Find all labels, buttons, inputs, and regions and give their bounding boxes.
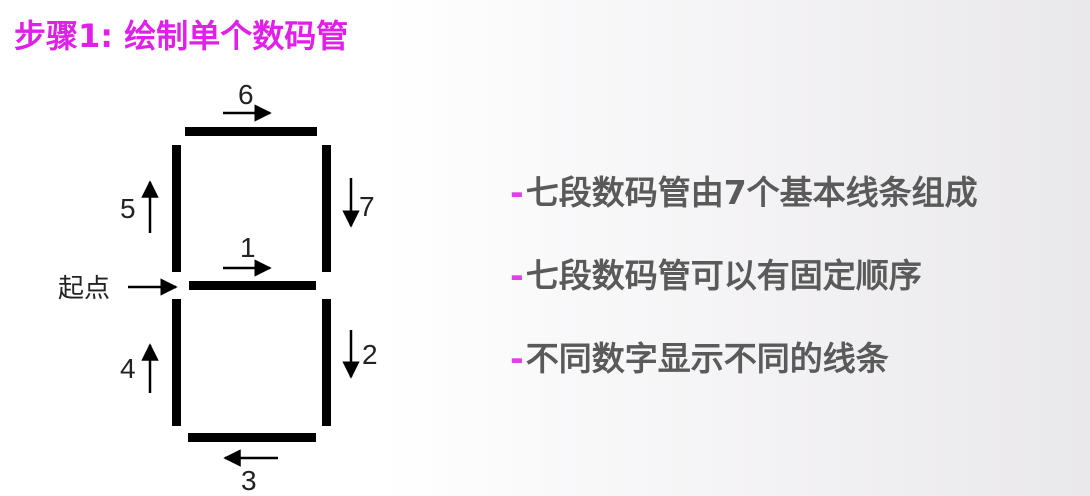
- segment-4-bar: [172, 299, 181, 426]
- segment-1-label: 1: [240, 232, 256, 263]
- bullet-dash: -: [510, 173, 524, 212]
- segment-6-label: 6: [238, 79, 254, 110]
- segment-7-label: 7: [359, 191, 375, 222]
- bullet-dash: -: [510, 339, 524, 378]
- bullet-list: -七段数码管由7个基本线条组成 -七段数码管可以有固定顺序 -不同数字显示不同的…: [510, 172, 978, 421]
- bullet-text: 七段数码管可以有固定顺序: [525, 256, 922, 295]
- segment-4-label: 4: [120, 353, 136, 384]
- segment-5-label: 5: [120, 193, 136, 224]
- segment-3-label: 3: [241, 465, 257, 496]
- segment-7-bar: [322, 145, 331, 272]
- segment-5-bar: [172, 145, 181, 272]
- bullet-text: 七段数码管由7个基本线条组成: [525, 173, 978, 212]
- bullet-text: 不同数字显示不同的线条: [525, 339, 889, 378]
- bullet-item: -七段数码管可以有固定顺序: [510, 255, 978, 297]
- segment-3-bar: [188, 433, 316, 442]
- seven-segment-diagram: 6 1 3 5 4 7 2 起点: [58, 79, 378, 496]
- bullet-item: -七段数码管由7个基本线条组成: [510, 172, 978, 214]
- bullet-dash: -: [510, 256, 524, 295]
- segment-6-bar: [185, 127, 317, 136]
- segment-2-label: 2: [362, 339, 378, 370]
- page-title: 步骤1: 绘制单个数码管: [14, 17, 349, 55]
- segment-2-bar: [322, 299, 331, 426]
- start-label: 起点: [58, 274, 110, 304]
- segment-1-bar: [189, 281, 316, 290]
- bullet-item: -不同数字显示不同的线条: [510, 338, 978, 380]
